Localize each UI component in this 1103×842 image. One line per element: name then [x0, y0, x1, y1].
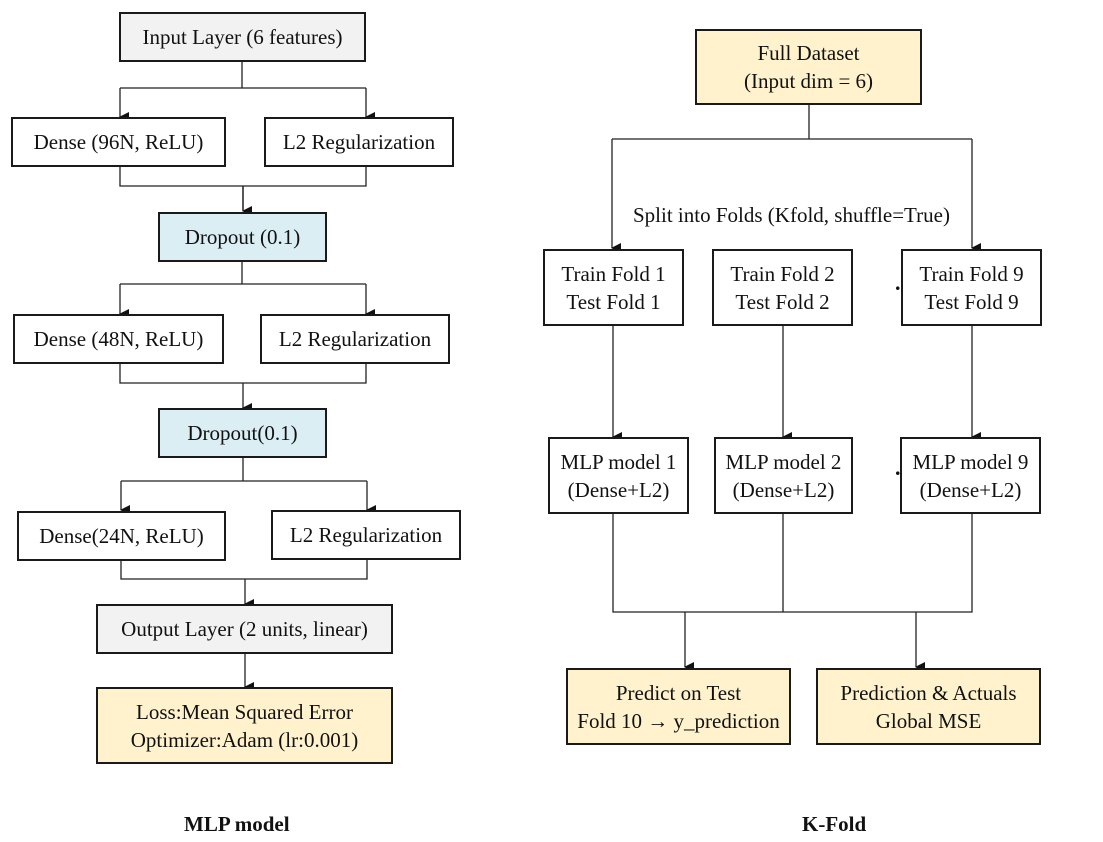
l2-regularization-node-3: L2 Regularization: [271, 510, 461, 560]
dense-48-node: Dense (48N, ReLU): [13, 314, 224, 364]
connector: [119, 364, 367, 384]
test-fold-label: Test Fold 2: [735, 289, 830, 314]
dense-96-node: Dense (96N, ReLU): [11, 117, 226, 167]
optimizer-label: Optimizer:Adam (lr:0.001): [130, 727, 359, 752]
node-label: Dense (96N, ReLU): [33, 130, 204, 154]
fold-node-1: Train Fold 1 Test Fold 1: [543, 249, 684, 326]
node-label: L2 Regularization: [282, 130, 436, 154]
fold-node-9: Train Fold 9 Test Fold 9: [901, 249, 1042, 326]
connector: [120, 62, 366, 89]
model-name: MLP model 9: [912, 449, 1029, 474]
predict-test-node: Predict on Test Fold 10 → y_prediction: [566, 668, 791, 745]
connector: [120, 560, 368, 580]
loss-optimizer-node: Loss:Mean Squared Error Optimizer:Adam (…: [96, 687, 393, 764]
global-mse-node: Prediction & Actuals Global MSE: [816, 668, 1041, 745]
mlp-model-node-9: MLP model 9 (Dense+L2): [900, 437, 1041, 514]
input-layer-node: Input Layer (6 features): [119, 12, 366, 62]
predict-label: Predict on Test: [615, 680, 742, 705]
mlp-model-node-1: MLP model 1 (Dense+L2): [548, 437, 689, 514]
node-label: Dense(24N, ReLU): [39, 524, 204, 548]
kfold-caption: K-Fold: [802, 812, 867, 836]
test-fold-label: Test Fold 9: [924, 289, 1019, 314]
l2-regularization-node-2: L2 Regularization: [260, 314, 450, 364]
node-label: Dropout(0.1): [187, 421, 298, 445]
prediction-actuals-label: Prediction & Actuals: [840, 680, 1017, 705]
fold-node-2: Train Fold 2 Test Fold 2: [712, 249, 853, 326]
node-label: L2 Regularization: [289, 523, 443, 547]
l2-regularization-node-1: L2 Regularization: [264, 117, 454, 167]
model-desc: (Dense+L2): [732, 477, 835, 502]
dropout-node-2: Dropout(0.1): [158, 408, 327, 458]
train-fold-label: Train Fold 9: [919, 261, 1024, 286]
model-desc: (Dense+L2): [567, 477, 670, 502]
model-desc: (Dense+L2): [919, 477, 1022, 502]
mlp-model-node-2: MLP model 2 (Dense+L2): [714, 437, 853, 514]
predict-output-label: Fold 10 → y_prediction: [577, 708, 780, 733]
node-label: L2 Regularization: [278, 327, 432, 351]
train-fold-label: Train Fold 1: [561, 261, 666, 286]
node-label: Input Layer (6 features): [142, 25, 343, 49]
test-fold-label: Test Fold 1: [566, 289, 661, 314]
dataset-dim-label: (Input dim = 6): [743, 69, 874, 93]
connector: [120, 262, 366, 285]
dense-24-node: Dense(24N, ReLU): [17, 511, 226, 561]
node-label: Dense (48N, ReLU): [33, 327, 204, 351]
connector: [121, 458, 367, 482]
model-name: MLP model 1: [560, 449, 677, 474]
full-dataset-node: Full Dataset (Input dim = 6): [695, 29, 922, 105]
node-label: Dropout (0.1): [184, 225, 301, 249]
connector: [612, 513, 973, 613]
node-label: Output Layer (2 units, linear): [121, 617, 368, 641]
dataset-label: Full Dataset: [757, 41, 860, 65]
dropout-node-1: Dropout (0.1): [158, 212, 327, 262]
split-folds-label: Split into Folds (Kfold, shuffle=True): [633, 203, 950, 227]
output-layer-node: Output Layer (2 units, linear): [96, 604, 393, 654]
global-mse-label: Global MSE: [875, 708, 982, 733]
mlp-caption: MLP model: [184, 812, 290, 836]
connector: [612, 105, 972, 140]
train-fold-label: Train Fold 2: [730, 261, 835, 286]
model-name: MLP model 2: [725, 449, 842, 474]
loss-label: Loss:Mean Squared Error: [136, 699, 353, 724]
